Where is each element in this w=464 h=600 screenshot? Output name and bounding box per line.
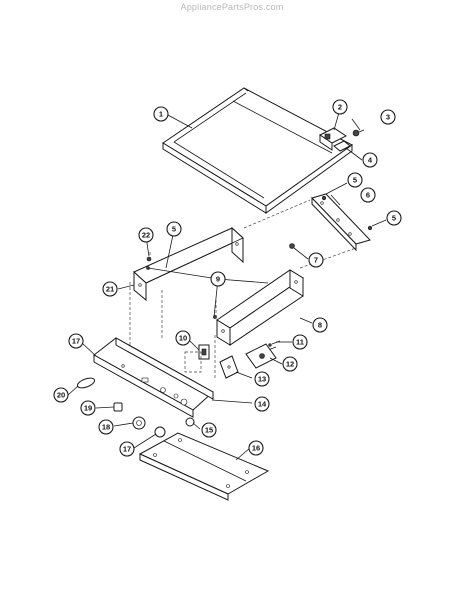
part-switch <box>198 344 210 360</box>
svg-text:9: 9 <box>216 275 220 284</box>
callout-1: 1 <box>153 106 169 122</box>
callout-14: 14 <box>254 396 270 412</box>
callout-5-right: 5 <box>386 210 402 226</box>
callout-5-upper: 5 <box>347 172 363 188</box>
callout-8: 8 <box>312 317 328 333</box>
callout-16: 16 <box>248 440 264 456</box>
svg-text:17: 17 <box>72 337 80 346</box>
svg-text:3: 3 <box>386 113 390 122</box>
part-switch-bracket <box>219 355 239 379</box>
callout-17-upper: 17 <box>68 333 84 349</box>
part-front-rail <box>213 269 304 346</box>
callout-17-lower: 17 <box>119 441 135 457</box>
part-knob <box>132 416 146 430</box>
switch-outline <box>184 351 202 373</box>
svg-text:14: 14 <box>258 400 267 409</box>
part-hinge-screw <box>352 129 365 137</box>
part-top-lid <box>162 87 353 214</box>
svg-text:15: 15 <box>205 426 213 435</box>
callout-12: 12 <box>282 356 298 372</box>
part-badge <box>76 377 96 389</box>
svg-text:5: 5 <box>172 225 176 234</box>
svg-text:12: 12 <box>286 360 294 369</box>
callout-13: 13 <box>254 371 270 387</box>
callout-10: 10 <box>175 330 191 346</box>
callout-3: 3 <box>380 109 396 125</box>
svg-text:19: 19 <box>84 404 92 413</box>
svg-text:11: 11 <box>296 338 304 347</box>
callout-19: 19 <box>80 400 96 416</box>
callout-6: 6 <box>360 187 376 203</box>
callout-18: 18 <box>98 419 114 435</box>
part-rear-bracket <box>311 193 371 252</box>
alignment-lines <box>129 199 357 378</box>
part-small-knob <box>113 402 123 412</box>
part-screw-right <box>367 225 373 231</box>
callout-22: 22 <box>138 227 154 243</box>
part-selector-knob <box>154 417 195 438</box>
svg-text:7: 7 <box>314 256 318 265</box>
svg-text:4: 4 <box>368 156 373 165</box>
svg-text:18: 18 <box>102 423 110 432</box>
part-grommet <box>289 243 295 249</box>
part-control-panel <box>93 337 214 418</box>
svg-text:2: 2 <box>338 103 342 112</box>
leader-lines <box>67 108 387 461</box>
svg-text:22: 22 <box>142 231 150 240</box>
callout-20: 20 <box>53 387 69 403</box>
part-bolt <box>146 256 152 262</box>
part-base-plate <box>138 432 270 501</box>
svg-text:17: 17 <box>123 445 131 454</box>
callout-11: 11 <box>292 334 308 350</box>
svg-text:8: 8 <box>318 321 322 330</box>
callout-15: 15 <box>201 422 217 438</box>
svg-text:16: 16 <box>252 444 260 453</box>
svg-text:5: 5 <box>392 214 396 223</box>
callout-21: 21 <box>102 281 118 297</box>
svg-text:10: 10 <box>179 334 187 343</box>
callout-7: 7 <box>308 252 324 268</box>
svg-text:5: 5 <box>353 176 357 185</box>
svg-text:1: 1 <box>159 110 163 119</box>
part-screw-upper <box>321 195 327 201</box>
svg-text:21: 21 <box>106 285 114 294</box>
callout-4: 4 <box>362 152 378 168</box>
watermark: AppliancePartsPros.com <box>180 2 284 12</box>
part-hinge-clip <box>333 140 351 152</box>
part-rear-rail <box>133 226 244 302</box>
callout-5-left: 5 <box>166 221 182 237</box>
part-motor-bracket <box>245 343 277 369</box>
callout-9: 9 <box>210 271 226 287</box>
svg-text:13: 13 <box>258 375 266 384</box>
part-hinge <box>319 127 347 151</box>
svg-text:6: 6 <box>366 191 370 200</box>
callout-2: 2 <box>332 99 348 115</box>
svg-text:20: 20 <box>57 391 65 400</box>
